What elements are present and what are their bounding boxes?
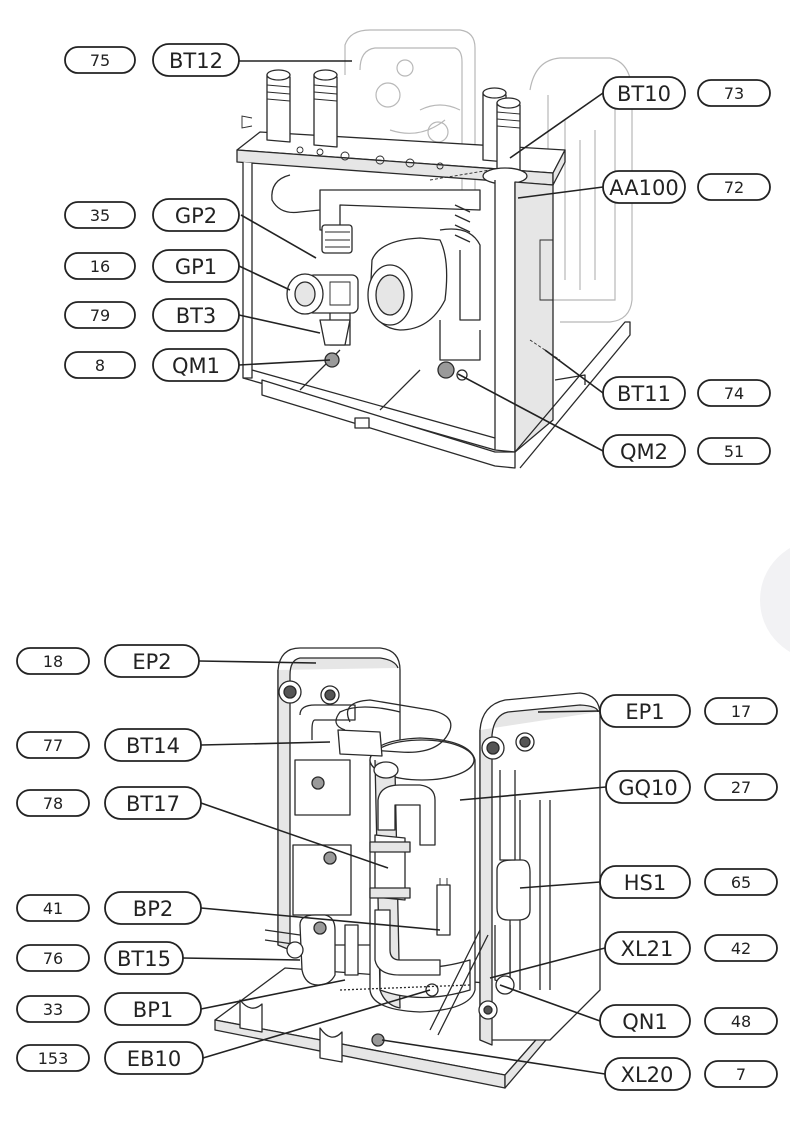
top-leaders [238, 60, 604, 452]
label-bt11: BT11 74 [602, 376, 771, 410]
label-code: EB10 [127, 1047, 181, 1071]
bottom-leaders [181, 660, 607, 1075]
label-gp2: 35 GP2 [64, 198, 240, 232]
label-code: QM2 [620, 440, 668, 464]
label-code: GQ10 [618, 776, 678, 800]
label-num: 8 [95, 356, 105, 375]
label-code: EP2 [132, 650, 171, 674]
label-bt3: 79 BT3 [64, 298, 240, 332]
label-code: GP2 [175, 204, 217, 228]
decorative-circle [760, 548, 790, 652]
label-num: 76 [43, 949, 63, 968]
label-num: 41 [43, 899, 63, 918]
frame [242, 162, 631, 469]
label-num: 78 [43, 794, 63, 813]
label-num: 51 [724, 442, 744, 461]
label-num: 79 [90, 306, 110, 325]
label-bt10: BT10 73 [602, 76, 771, 110]
label-xl20: XL20 7 [604, 1057, 778, 1091]
label-num: 27 [731, 778, 751, 797]
label-qm1: 8 QM1 [64, 348, 240, 382]
label-qn1: QN1 48 [599, 1004, 778, 1038]
label-num: 75 [90, 51, 110, 70]
label-bt17: 78 BT17 [16, 786, 202, 820]
label-hs1: HS1 65 [599, 865, 778, 899]
label-bt15: 76 BT15 [16, 941, 184, 975]
label-num: 35 [90, 206, 110, 225]
label-num: 153 [38, 1049, 69, 1068]
label-code: BT17 [126, 792, 180, 816]
label-num: 74 [724, 384, 744, 403]
label-num: 17 [731, 702, 751, 721]
refrigerant-pipes [264, 699, 516, 1047]
label-num: 42 [731, 939, 751, 958]
label-xl21: XL21 42 [604, 931, 778, 965]
compressor-module-illustration [181, 647, 607, 1089]
label-gp1: 16 GP1 [64, 249, 240, 283]
label-ep1: EP1 17 [599, 694, 778, 728]
label-group-top: 75 BT12 35 GP2 16 GP1 79 BT3 8 QM1 [64, 43, 771, 468]
label-code: BT14 [126, 734, 180, 758]
label-bp2: 41 BP2 [16, 891, 202, 925]
label-code: QM1 [172, 354, 220, 378]
heat-pump-module-illustration [236, 29, 633, 469]
label-eb10: 153 EB10 [16, 1041, 204, 1075]
label-aa100: AA100 72 [602, 170, 771, 204]
label-code: GP1 [175, 255, 217, 279]
label-num: 65 [731, 873, 751, 892]
label-qm2: QM2 51 [602, 434, 771, 468]
label-num: 7 [736, 1065, 746, 1084]
label-code: BT15 [117, 947, 171, 971]
label-code: QN1 [622, 1010, 668, 1034]
label-bt14: 77 BT14 [16, 728, 202, 762]
label-code: BP2 [133, 897, 173, 921]
label-num: 77 [43, 736, 63, 755]
label-code: XL21 [621, 937, 674, 961]
label-ep2: 18 EP2 [16, 644, 200, 678]
label-code: BT11 [617, 382, 671, 406]
label-gq10: GQ10 27 [605, 770, 778, 804]
label-code: XL20 [621, 1063, 674, 1087]
label-group-bottom: 18 EP2 77 BT14 78 BT17 41 BP2 76 BT15 [16, 644, 778, 1091]
label-code: BT10 [617, 82, 671, 106]
label-code: HS1 [624, 871, 666, 895]
label-code: BT12 [169, 49, 223, 73]
label-code: BP1 [133, 998, 173, 1022]
circulation-pumps [286, 224, 468, 381]
label-num: 48 [731, 1012, 751, 1031]
label-code: EP1 [625, 700, 664, 724]
label-num: 72 [724, 178, 744, 197]
label-bp1: 33 BP1 [16, 992, 202, 1026]
label-num: 33 [43, 1000, 63, 1019]
label-code: AA100 [609, 176, 678, 200]
label-num: 73 [724, 84, 744, 103]
label-code: BT3 [176, 304, 217, 328]
label-num: 18 [43, 652, 63, 671]
label-num: 16 [90, 257, 110, 276]
heat-exchanger-ep1 [478, 692, 601, 1046]
label-bt12: 75 BT12 [64, 43, 240, 77]
